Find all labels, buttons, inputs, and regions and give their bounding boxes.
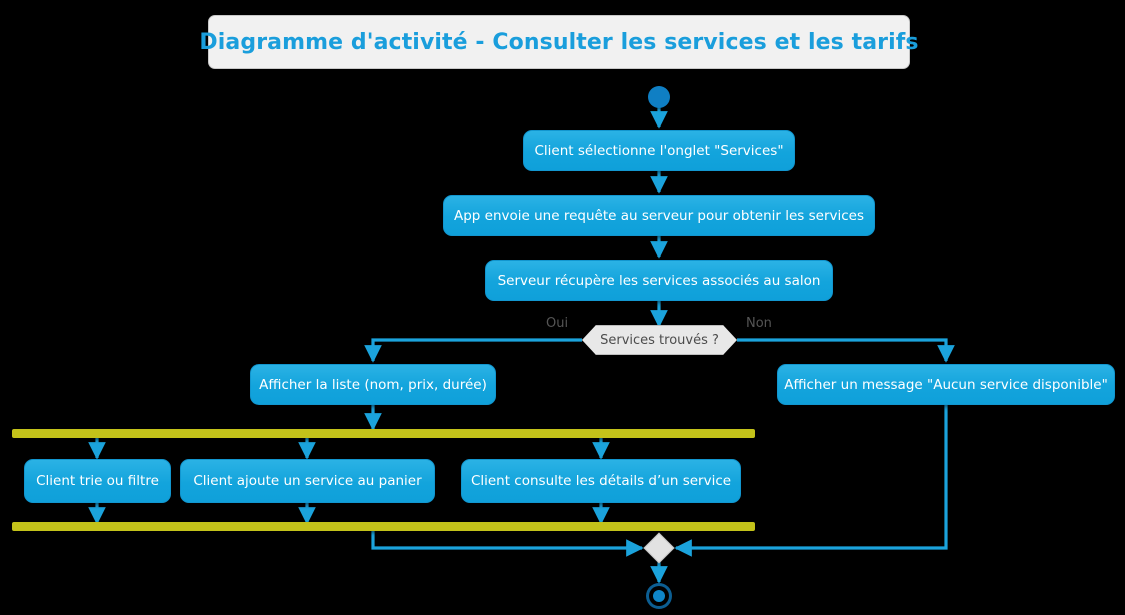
start-node: [648, 86, 670, 108]
activity-node-client-views-service-details[interactable]: Client consulte les détails d’un service: [461, 459, 741, 503]
join-bar: [12, 522, 755, 531]
activity-node-display-no-service-message[interactable]: Afficher un message "Aucun service dispo…: [777, 364, 1115, 405]
edge-decision-yes: [364, 338, 582, 363]
branch-label-no: Non: [746, 316, 772, 331]
end-node-inner: [653, 590, 665, 602]
end-node: [646, 583, 672, 609]
page-title: Diagramme d'activité - Consulter les ser…: [199, 29, 919, 55]
fork-bar: [12, 429, 755, 438]
branch-label-yes: Oui: [546, 316, 569, 331]
edge-decision-no: [737, 338, 955, 363]
edge-join-to-merge: [371, 531, 644, 557]
activity-node-app-sends-request[interactable]: App envoie une requête au serveur pour o…: [443, 195, 875, 236]
diagram-title-box: Diagramme d'activité - Consulter les ser…: [199, 15, 919, 69]
edge-noaction-to-merge: [674, 405, 948, 557]
activity-node-server-fetch-services[interactable]: Serveur récupère les services associés a…: [485, 260, 833, 301]
activity-node-client-sorts-filters[interactable]: Client trie ou filtre: [24, 459, 171, 503]
activity-node-select-services-tab[interactable]: Client sélectionne l'onglet "Services": [523, 130, 795, 171]
decision-node-services-found[interactable]: Services trouvés ?: [582, 325, 737, 355]
activity-node-client-adds-service-to-cart[interactable]: Client ajoute un service au panier: [180, 459, 435, 503]
end-node-ring: [649, 586, 669, 606]
activity-node-display-list[interactable]: Afficher la liste (nom, prix, durée): [250, 364, 496, 405]
